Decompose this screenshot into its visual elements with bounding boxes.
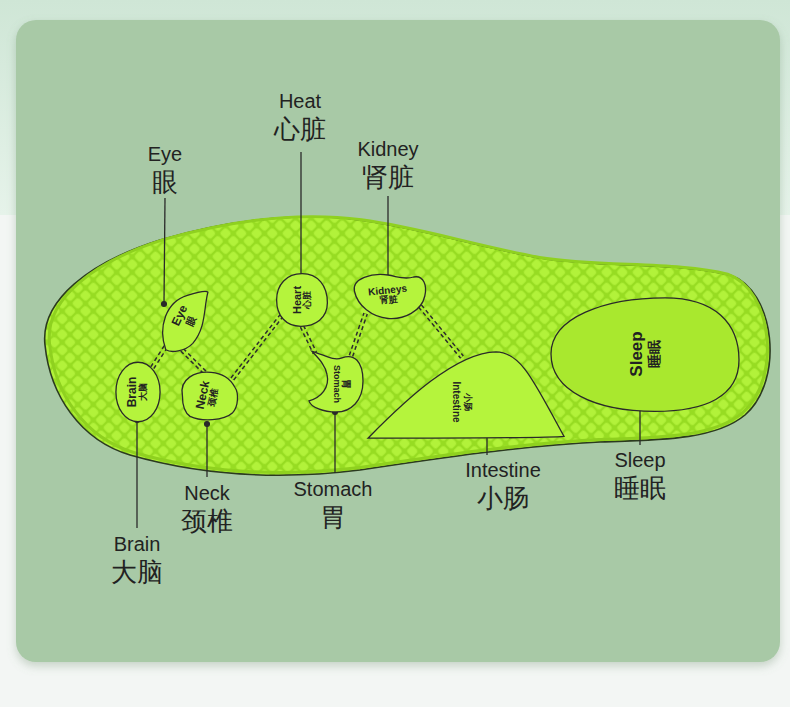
- zone-shape: [163, 292, 208, 352]
- leader-line: [136, 420, 137, 528]
- dashed-connector: [302, 326, 315, 353]
- insole: [45, 217, 770, 475]
- reflex-zone: Neck颈椎: [176, 368, 240, 423]
- callout-label: Neck: [184, 482, 230, 505]
- connector-core: [351, 314, 366, 356]
- dashed-connector: [420, 306, 462, 357]
- reflex-zone: Heart心脏: [275, 272, 329, 328]
- zone-name-cn: 大脑: [140, 383, 150, 401]
- leader-dot: [205, 422, 210, 427]
- connector-line: [152, 347, 166, 369]
- leader-line: [300, 152, 301, 277]
- zone-name: Stomach: [332, 365, 342, 403]
- reflex-zone: Brain大脑: [115, 361, 161, 423]
- callout-label: Brain: [114, 533, 161, 556]
- callout-label: Intestine: [465, 459, 541, 482]
- callout-label-cn: 小肠: [477, 484, 529, 514]
- zone-shape: [354, 274, 425, 318]
- zone-label: Heart心脏: [291, 286, 313, 314]
- zone-name: Intestine: [452, 382, 463, 423]
- callout-label-cn: 睡眠: [614, 474, 666, 504]
- connector-line: [351, 314, 366, 356]
- reflex-zone: Intestine小肠: [366, 350, 566, 440]
- reflex-zone: Stomach胃: [306, 348, 366, 414]
- connector-core: [302, 326, 315, 353]
- zone-label: Intestine小肠: [452, 382, 473, 423]
- zone-label: Sleep睡眠: [628, 331, 662, 376]
- reflex-zone: Sleep睡眠: [545, 293, 745, 415]
- zone-name-cn: 小肠: [463, 393, 473, 411]
- reflex-zone: Eye眼: [155, 289, 209, 353]
- zone-shape: [182, 372, 238, 420]
- zone-name: Sleep: [628, 331, 647, 376]
- connector-core: [152, 347, 166, 369]
- zone-name-cn: 肾脏: [379, 295, 398, 307]
- zone-label: Stomach胃: [332, 365, 353, 403]
- leader-dot: [162, 302, 167, 307]
- dashed-connector: [351, 314, 366, 356]
- zone-label: Kidneys肾脏: [368, 283, 409, 308]
- leader-line: [334, 412, 335, 473]
- zone-name: Heart: [291, 286, 303, 314]
- zone-shape: [551, 298, 739, 411]
- leader-line: [164, 198, 165, 304]
- zone-name-cn: 睡眠: [647, 340, 662, 368]
- callout-label-cn: 眼: [152, 168, 178, 198]
- leader-line: [206, 424, 207, 477]
- connector-line: [182, 350, 205, 373]
- zone-shape: [277, 274, 328, 327]
- callout-label: Kidney: [357, 138, 418, 161]
- dashed-connector: [152, 347, 166, 369]
- zone-shape: [116, 362, 160, 422]
- connector-core: [182, 350, 205, 373]
- callout-label: Stomach: [294, 478, 373, 501]
- connector-line: [302, 326, 315, 353]
- callout-label-cn: 颈椎: [181, 507, 233, 537]
- zone-label: Brain大脑: [126, 377, 149, 408]
- zone-name-cn: 胃: [341, 379, 352, 389]
- connector-core: [232, 316, 281, 379]
- panel: [16, 20, 780, 662]
- connector-line: [420, 306, 462, 357]
- insole-rim: [49, 217, 767, 472]
- zone-name-cn: 心脏: [303, 291, 313, 309]
- connector-core: [420, 306, 462, 357]
- callout-label-cn: 肾脏: [362, 163, 414, 193]
- dashed-connector: [232, 316, 281, 379]
- zone-name: Brain: [126, 377, 139, 408]
- dashed-connector: [182, 350, 205, 373]
- callout-label-cn: 大脑: [111, 558, 163, 588]
- connector-line: [232, 316, 281, 379]
- callout-label-cn: 心脏: [274, 115, 326, 145]
- leader-line: [387, 196, 388, 278]
- callout-label: Heat: [279, 90, 321, 113]
- callout-label: Eye: [148, 143, 182, 166]
- callout-label-cn: 胃: [320, 503, 346, 533]
- zone-shape: [309, 351, 363, 412]
- callout-label: Sleep: [614, 449, 665, 472]
- zone-shape: [368, 352, 564, 438]
- reflex-zone: Kidneys肾脏: [348, 271, 428, 321]
